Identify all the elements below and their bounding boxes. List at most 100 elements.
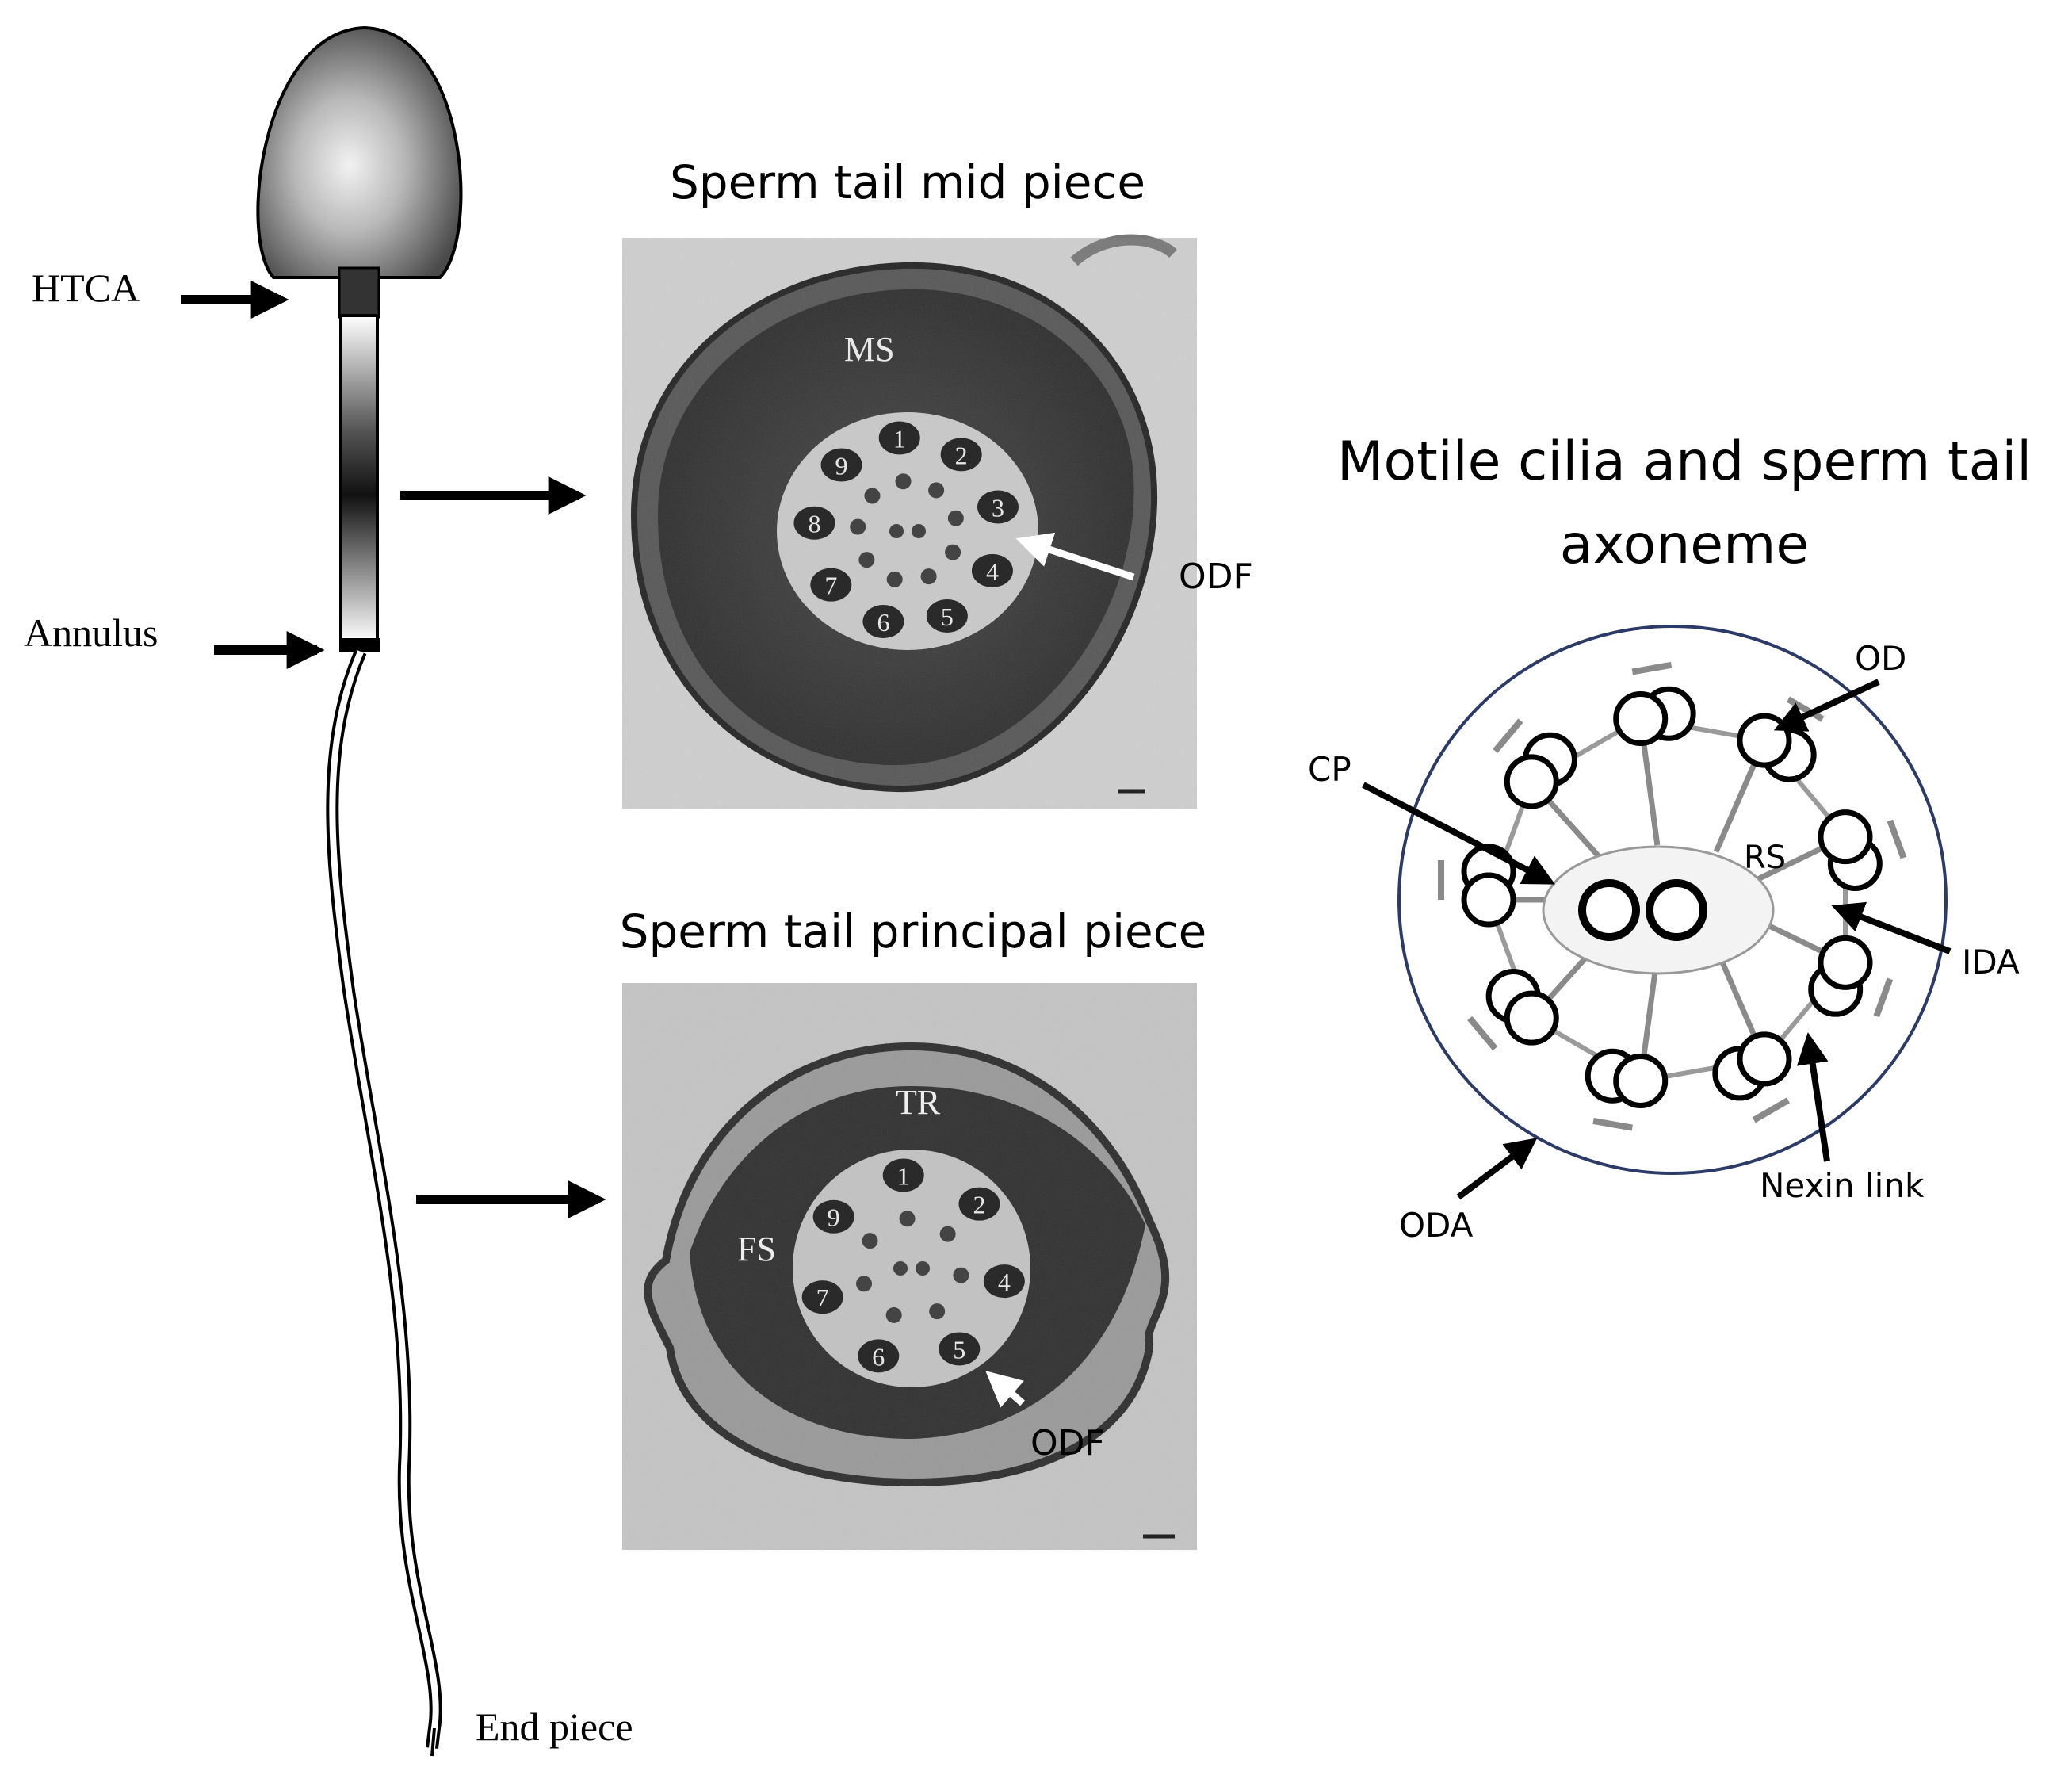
principal-piece-odf-arrow	[985, 1371, 1025, 1408]
mid-piece-microtubule	[886, 571, 903, 587]
rs-label: RS	[1744, 840, 1786, 876]
mid-piece-odf-4	[971, 553, 1013, 587]
principal-piece-odf-9	[812, 1199, 854, 1234]
mid-piece-odf-7	[810, 568, 852, 602]
principal-piece-microtubule	[953, 1267, 969, 1283]
sperm-neck	[338, 266, 380, 319]
principal-piece-microtubule	[862, 1233, 878, 1249]
end-piece-label: End piece	[476, 1704, 633, 1749]
doublet-a-tubule	[1737, 1031, 1792, 1087]
principal-piece-central-pair	[893, 1261, 908, 1276]
principal-piece-odf-7	[801, 1280, 843, 1314]
principal-piece-odf-label: ODF	[1030, 1423, 1105, 1463]
principal-piece-doublet-number: 6	[872, 1342, 885, 1371]
mid-piece-central-pair	[889, 524, 904, 538]
sperm-midpiece	[339, 314, 379, 644]
principal-piece-microtubule	[929, 1303, 946, 1320]
mid-piece-microtubule	[864, 488, 881, 504]
outer-dynein-arm	[1493, 718, 1523, 753]
mid-piece-doublet-number: 1	[893, 424, 906, 453]
mid-piece-odf-label: ODF	[1179, 557, 1253, 597]
doublet-a-tubule	[1461, 872, 1516, 928]
mid-piece-ms-label: MS	[844, 330, 895, 369]
cp-label: CP	[1308, 750, 1351, 789]
principal-piece-doublet-number: 2	[973, 1191, 985, 1219]
doublet-a-tubule	[1504, 990, 1559, 1046]
mid-piece-microtubule	[850, 518, 866, 535]
oda-label: ODA	[1399, 1206, 1474, 1245]
principal-piece-microtubule	[899, 1211, 916, 1227]
annulus-label: Annulus	[24, 610, 158, 655]
principal-piece-odf-5	[939, 1332, 981, 1366]
mid-piece-odf-8	[793, 506, 835, 540]
principal-piece-doublet-number: 4	[998, 1268, 1011, 1296]
principal-piece-doublet-number: 7	[816, 1283, 829, 1312]
principal-piece-odf-4	[983, 1264, 1025, 1299]
principal-piece-doublet-number: 9	[828, 1203, 840, 1232]
mid-piece-odf-arrow	[1015, 532, 1135, 581]
principal-piece-odf-2	[958, 1187, 1000, 1221]
doublet-a-tubule	[1504, 754, 1559, 809]
mid-piece-central-pair	[912, 524, 926, 538]
outer-doublets	[1461, 686, 1883, 1108]
principal-piece-microtubule	[856, 1276, 873, 1292]
axoneme-schematic: Motile cilia and sperm tail axoneme OD C…	[1308, 430, 2032, 1245]
mid-piece-microtubule	[945, 544, 961, 560]
doublet-a-tubule	[1613, 1053, 1669, 1108]
mid-piece-doublet-number: 5	[941, 603, 954, 631]
outer-dynein-arm	[1873, 977, 1894, 1018]
principal-piece-doublet-number: 5	[953, 1335, 965, 1364]
axoneme-title-line2: axoneme	[1560, 514, 1809, 576]
central-pair-tubule-right	[1646, 879, 1707, 941]
nexin-arrow	[1796, 1032, 1830, 1162]
mid-piece-doublet-number: 4	[986, 557, 999, 586]
mid-piece-microtubule	[895, 473, 912, 490]
mid-piece-doublet-number: 6	[877, 608, 889, 637]
htca-label: HTCA	[32, 266, 140, 310]
axoneme-title-line1: Motile cilia and sperm tail	[1337, 430, 2032, 493]
mid-piece-odf-6	[862, 604, 904, 638]
mid-piece-doublet-number: 3	[992, 493, 1004, 522]
principal-piece-doublets: 1 2 4 5 6 7 9	[801, 1158, 1025, 1373]
principal-piece-microtubule	[885, 1306, 902, 1323]
ida-arrow	[1831, 901, 1952, 954]
oda-arrow	[1456, 1138, 1538, 1200]
doublet-a-tubule	[1613, 691, 1669, 747]
mid-piece-microtubule	[920, 568, 937, 585]
sperm-annulus	[339, 638, 380, 652]
mid-piece-doublet-number: 9	[835, 452, 848, 480]
mid-piece-title: Sperm tail mid piece	[670, 155, 1145, 209]
mid-piece-odf-5	[926, 599, 968, 633]
ida-label: IDA	[1962, 943, 2020, 981]
mid-piece-doublet-number: 8	[808, 510, 820, 538]
outer-dynein-arm	[1467, 1016, 1498, 1051]
sperm-schematic: HTCA Annulus End piece	[24, 25, 633, 1757]
principal-piece-fs-label: FS	[737, 1230, 776, 1268]
principal-piece-title: Sperm tail principal piece	[620, 905, 1207, 958]
principal-piece-microtubule	[939, 1226, 956, 1242]
mid-piece-doublet-number: 2	[955, 441, 968, 469]
outer-dynein-arm	[1752, 1097, 1791, 1123]
mid-piece-microtubule	[947, 510, 964, 526]
principal-piece-odf-6	[858, 1339, 900, 1373]
od-arrow	[1773, 679, 1880, 732]
doublet-a-tubule	[1818, 809, 1873, 865]
mid-piece-odf-1	[878, 421, 920, 455]
principal-piece-central-pair	[916, 1261, 930, 1276]
cp-arrow	[1362, 782, 1556, 885]
od-label: OD	[1855, 639, 1906, 678]
nexin-label: Nexin link	[1760, 1166, 1925, 1205]
mid-piece-microtubule	[928, 482, 945, 499]
mid-piece-odf-2	[940, 438, 982, 472]
outer-dynein-arm	[1592, 1117, 1633, 1131]
outer-dynein-arm	[1887, 819, 1907, 859]
principal-piece-doublet-number: 1	[897, 1161, 910, 1190]
outer-dynein-arm	[1631, 661, 1673, 675]
mid-piece-doublet-number: 7	[824, 572, 837, 600]
doublet-a-tubule	[1818, 935, 1873, 990]
principal-piece-odf-1	[882, 1158, 924, 1192]
